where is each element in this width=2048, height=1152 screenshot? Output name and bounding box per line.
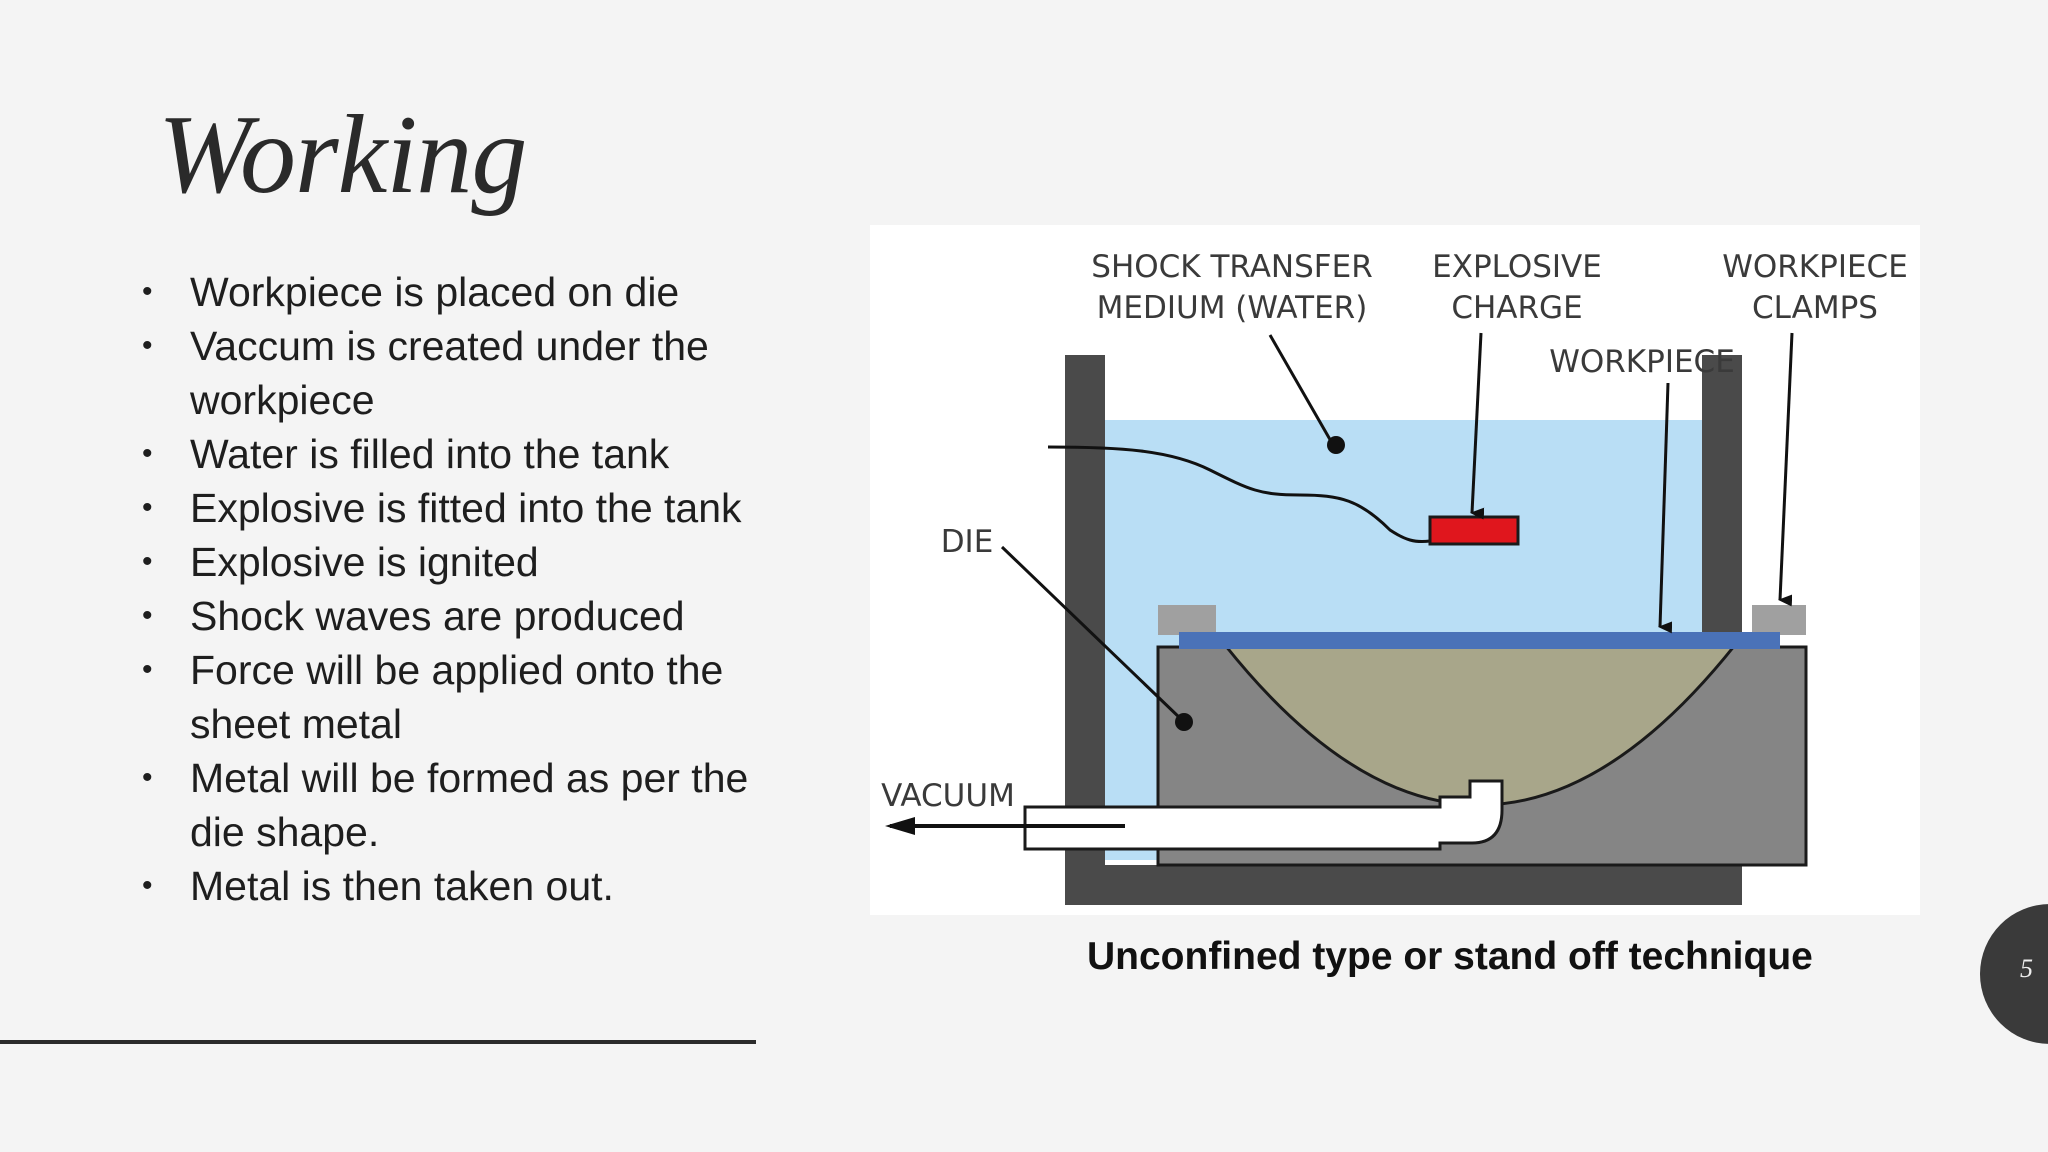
workpiece-label: WORKPIECE	[1549, 344, 1735, 380]
bullet-item: • Metal will be formed as per the die sha…	[135, 751, 775, 859]
bullet-dot-icon: •	[142, 275, 153, 308]
workpiece-clamps-label-line1: WORKPIECE	[1722, 249, 1908, 285]
workpiece-clamps-label-line2: CLAMPS	[1752, 290, 1878, 326]
explosive-charge	[1428, 515, 1520, 546]
bullet-dot-icon: •	[142, 437, 153, 470]
bullet-dot-icon: •	[142, 869, 153, 902]
vacuum-arrow-head-icon	[885, 817, 915, 835]
water-leader	[1268, 334, 1334, 444]
bullet-text: Explosive is ignited	[190, 539, 539, 585]
workpiece-clamp-left	[1158, 605, 1216, 635]
detonator-wire	[1047, 445, 1431, 544]
figure-caption: Unconfined type or stand off technique	[1087, 935, 1813, 978]
workpiece-plate	[1179, 632, 1780, 649]
bullet-text: Metal is then taken out.	[190, 863, 614, 909]
explosive-leader	[1470, 332, 1485, 520]
bullet-dot-icon: •	[142, 599, 153, 632]
bullet-item: • Vaccum is created under the workpiece	[135, 319, 775, 427]
clamps-leader	[1778, 332, 1794, 607]
vacuum-pipe	[1023, 779, 1504, 851]
bullet-list: • Workpiece is placed on die • Vaccum is c…	[135, 265, 775, 913]
bullet-dot-icon: •	[142, 329, 153, 362]
bullet-text: Metal will be formed as per the die shap…	[190, 755, 749, 855]
workpiece-leader	[1658, 382, 1673, 634]
bullet-text: Workpiece is placed on die	[190, 269, 680, 315]
workpiece-clamp-right	[1752, 605, 1806, 635]
bullet-item: • Water is filled into the tank	[135, 427, 775, 481]
bullet-item: • Explosive is fitted into the tank	[135, 481, 775, 535]
explosive-charge-label-line2: CHARGE	[1451, 290, 1582, 326]
bullet-text: Water is filled into the tank	[190, 431, 670, 477]
explosive-forming-diagram: SHOCK TRANSFER MEDIUM (WATER) EXPLOSIVE …	[870, 225, 1920, 915]
bullet-text: Force will be applied onto the sheet met…	[190, 647, 724, 747]
bullet-item: • Force will be applied onto the sheet me…	[135, 643, 775, 751]
die-pointer-dot	[1175, 713, 1193, 731]
bullet-text: Explosive is fitted into the tank	[190, 485, 742, 531]
bullet-item: • Metal is then taken out.	[135, 859, 775, 913]
bullet-text: Vaccum is created under the workpiece	[190, 323, 709, 423]
bullet-item: • Shock waves are produced	[135, 589, 775, 643]
vacuum-label: VACUUM	[881, 778, 1015, 814]
bullet-dot-icon: •	[142, 545, 153, 578]
bullet-dot-icon: •	[142, 491, 153, 524]
explosive-charge-label-line1: EXPLOSIVE	[1432, 249, 1602, 285]
die-label: DIE	[941, 524, 994, 560]
bullet-item: • Workpiece is placed on die	[135, 265, 775, 319]
page-number: 5	[2020, 954, 2033, 983]
bullet-item: • Explosive is ignited	[135, 535, 775, 589]
divider-line	[0, 1040, 756, 1044]
shock-medium-label-line1: SHOCK TRANSFER	[1091, 249, 1372, 285]
water-pointer-dot	[1327, 436, 1345, 454]
die-leader	[1000, 545, 1184, 722]
bullet-dot-icon: •	[142, 761, 153, 794]
slide-title: Working	[158, 93, 527, 217]
bullet-dot-icon: •	[142, 653, 153, 686]
bullet-text: Shock waves are produced	[190, 593, 685, 639]
shock-medium-label-line2: MEDIUM (WATER)	[1097, 290, 1368, 326]
page-number-badge: 5	[1980, 904, 2048, 1044]
